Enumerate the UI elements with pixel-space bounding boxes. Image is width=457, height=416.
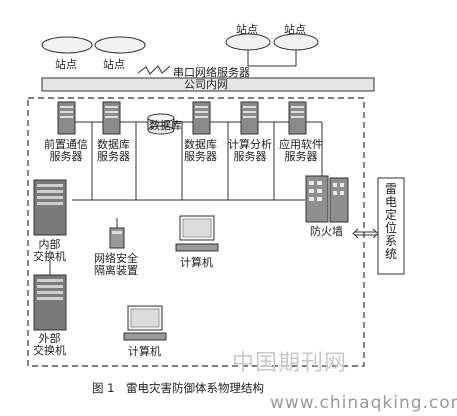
site-right-2-label: 站点 <box>284 23 306 36</box>
db-server-2-label: 数据库 服务器 <box>184 139 217 163</box>
computer-2-icon <box>123 305 167 341</box>
database-icon <box>147 113 175 135</box>
figure-caption: 图 1 雷电灾害防御体系物理结构 <box>92 381 264 395</box>
internal-switch-label: 内部 交换机 <box>33 239 66 263</box>
lightning-system-text: 雷电定位系统 <box>384 183 398 261</box>
lightning-system-char: 雷 <box>384 182 397 196</box>
app-server-label: 应用软件 服务器 <box>279 139 323 163</box>
site-right-1-label: 站点 <box>236 23 258 36</box>
watermark-url: www.chinaqking.com <box>270 393 457 413</box>
internal-switch-icon <box>33 179 67 236</box>
site-left-2-label: 站点 <box>103 58 125 71</box>
site-right-2-node <box>273 33 319 51</box>
lightning-system-char: 电 <box>384 195 397 209</box>
db-server-2-icon <box>192 101 211 135</box>
db-server-1-label: 数据库 服务器 <box>97 139 130 163</box>
serial-server-label: 串口网络服务器 <box>173 66 250 79</box>
calc-server-icon <box>240 101 259 135</box>
security-isolation-label-line2: 隔离装置 <box>94 264 138 277</box>
computer-1-label: 计算机 <box>180 256 213 269</box>
computer-1-icon <box>175 215 219 252</box>
watermark-cn: 中国期刊网 <box>232 351 348 376</box>
external-switch-label: 外部 交换机 <box>33 333 66 357</box>
db-server-2-label-line1: 数据库 <box>184 138 217 151</box>
db-server-1-icon <box>102 101 121 135</box>
site-left-1-node <box>41 36 93 54</box>
front-comm-server-icon <box>57 101 76 135</box>
lightning-system-char: 系 <box>384 234 397 248</box>
calc-server-label-line2: 服务器 <box>233 150 267 163</box>
front-comm-server-label: 前置通信 服务器 <box>44 139 88 163</box>
site-left-2-node <box>94 36 146 54</box>
db-server-2-label-line2: 服务器 <box>184 150 217 163</box>
wireless-link-icon <box>137 65 171 75</box>
app-server-label-line1: 应用软件 <box>279 138 323 151</box>
security-isolation-label: 网络安全 隔离装置 <box>94 253 138 277</box>
db-server-1-label-line2: 服务器 <box>97 150 130 163</box>
bidirectional-arrow-icon <box>352 228 379 239</box>
lightning-system-char: 统 <box>384 247 397 261</box>
app-server-label-line2: 服务器 <box>284 150 318 163</box>
calc-server-label: 计算分析 服务器 <box>228 139 272 163</box>
site-left-1-label: 站点 <box>55 58 77 71</box>
computer-2-label: 计算机 <box>128 345 161 358</box>
lightning-system-char: 定 <box>384 208 397 222</box>
company-intranet-label: 公司内网 <box>184 78 228 91</box>
app-server-icon <box>288 101 307 135</box>
calc-server-label-line1: 计算分析 <box>228 138 272 151</box>
lightning-system-box <box>377 177 405 275</box>
external-switch-label-line1: 外部 <box>38 332 61 345</box>
front-comm-server-label-line2: 服务器 <box>49 150 83 163</box>
lightning-system-label: 雷电定位系统 <box>384 183 398 261</box>
external-switch-icon <box>33 274 67 331</box>
internal-switch-label-line1: 内部 <box>38 238 61 251</box>
firewall-icon <box>305 175 349 223</box>
security-isolation-icon <box>109 218 125 249</box>
site-right-1-node <box>225 33 271 51</box>
security-isolation-label-line1: 网络安全 <box>94 252 138 265</box>
lightning-system-char: 位 <box>384 221 397 235</box>
front-comm-server-label-line1: 前置通信 <box>44 138 88 151</box>
internal-switch-label-line2: 交换机 <box>33 250 66 263</box>
db-server-1-label-line1: 数据库 <box>97 138 130 151</box>
company-intranet-bar <box>41 77 375 92</box>
firewall-label: 防火墙 <box>310 225 343 238</box>
external-switch-label-line2: 交换机 <box>33 344 66 357</box>
database-label: 数据库 <box>149 119 182 132</box>
